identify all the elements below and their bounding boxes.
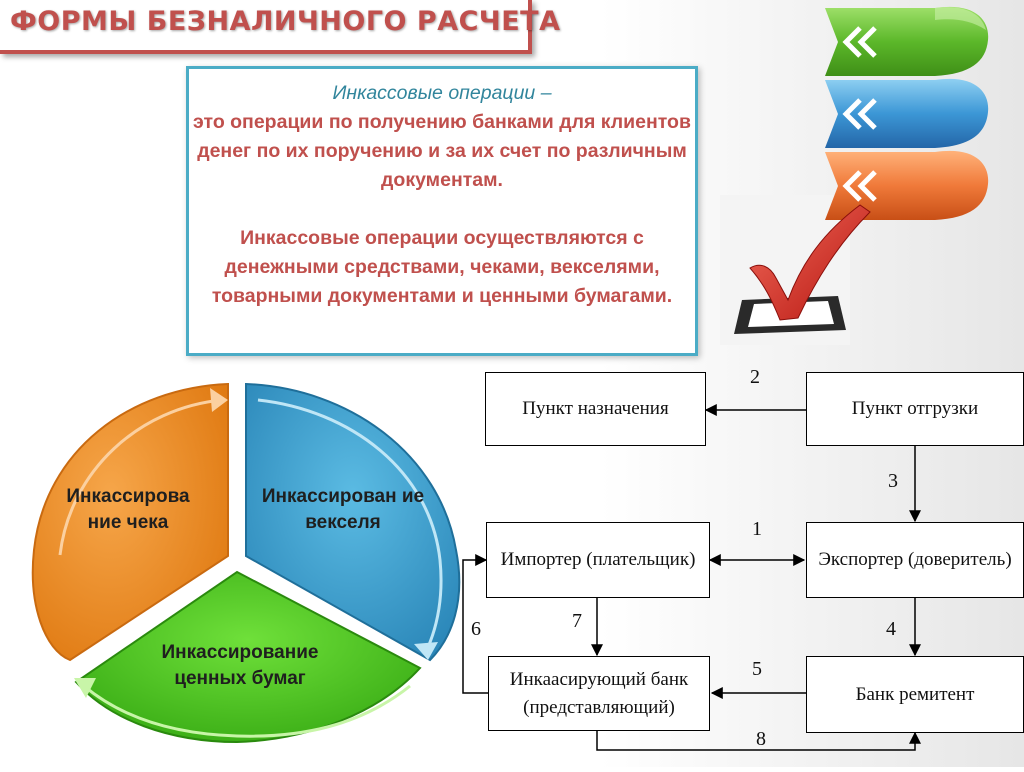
- cycle-arrow-icon: [58, 398, 223, 556]
- step-number-7: 7: [572, 610, 582, 632]
- box-exporter-label: Экспортер (доверитель): [818, 549, 1012, 570]
- ribbon-blue: [825, 78, 989, 148]
- definition-box: Инкассовые операции – это операции по по…: [186, 66, 698, 356]
- cycle-arrow-icon: [83, 684, 411, 738]
- title-banner: ФОРМЫ БЕЗНАЛИЧНОГО РАСЧЕТА: [0, 0, 560, 54]
- step-number-1: 1: [752, 518, 762, 540]
- definition-paragraph-2: Инкассовые операции осуществляются с ден…: [211, 227, 673, 307]
- step-number-6: 6: [471, 618, 481, 640]
- ribbon-orange: [825, 150, 989, 220]
- box-collecting-bank-label-2: (представляющий): [523, 696, 675, 718]
- collection-types-cycle: Инкассирова ние чека Инкассирован ие век…: [0, 360, 480, 767]
- arrowhead-icon: [74, 678, 96, 698]
- box-shipment: Пункт отгрузки: [806, 372, 1024, 446]
- cycle-arrow-icon: [257, 398, 443, 653]
- chevron-arrow-icon: [842, 170, 877, 202]
- definition-heading: Инкассовые операции –: [332, 82, 552, 104]
- step-number-2: 2: [750, 366, 760, 388]
- segment-blue: [245, 382, 461, 662]
- segment-orange: [31, 382, 229, 662]
- chevron-arrow-icon: [842, 26, 877, 58]
- box-shipment-label: Пункт отгрузки: [851, 398, 979, 419]
- chevron-arrow-icon: [842, 98, 877, 130]
- ribbon-green: [825, 6, 989, 76]
- box-exporter: Экспортер (доверитель): [806, 522, 1024, 598]
- cycle-graphic: [31, 382, 461, 744]
- arrow-8: [596, 731, 921, 751]
- definition-text: Инкассовые операции – это операции по по…: [189, 79, 695, 311]
- page-title: ФОРМЫ БЕЗНАЛИЧНОГО РАСЧЕТА: [10, 6, 561, 37]
- segment-green: [74, 570, 422, 744]
- arrowhead-icon: [414, 642, 438, 660]
- step-number-8: 8: [756, 728, 766, 750]
- box-remitting-bank: Банк ремитент: [806, 656, 1024, 733]
- segment-label-blue: Инкассирован ие векселя: [261, 486, 425, 533]
- definition-paragraph-1: это операции по получению банками для кл…: [193, 111, 691, 191]
- step-number-4: 4: [886, 618, 896, 640]
- segment-label-green: Инкассирование ценных бумаг: [161, 642, 319, 689]
- checkmark-icon: [749, 204, 871, 321]
- box-collecting-bank-label-1: Инкаасирующий банк: [509, 668, 689, 690]
- box-importer-label: Импортер (плательщик): [500, 549, 696, 570]
- arrowhead-icon: [210, 388, 228, 412]
- step-number-3: 3: [888, 470, 898, 492]
- arrow-6: [462, 554, 488, 694]
- segment-label-orange: Инкассирова ние чека: [66, 486, 190, 533]
- box-destination: Пункт назначения: [485, 372, 706, 446]
- box-collecting-bank: Инкаасирующий банк (представляющий): [488, 656, 710, 731]
- box-importer: Импортер (плательщик): [486, 522, 710, 598]
- ribbon-checkmark-illustration: [720, 6, 989, 345]
- box-remitting-bank-label: Банк ремитент: [855, 683, 975, 705]
- box-destination-label: Пункт назначения: [522, 398, 669, 419]
- step-number-5: 5: [752, 658, 762, 680]
